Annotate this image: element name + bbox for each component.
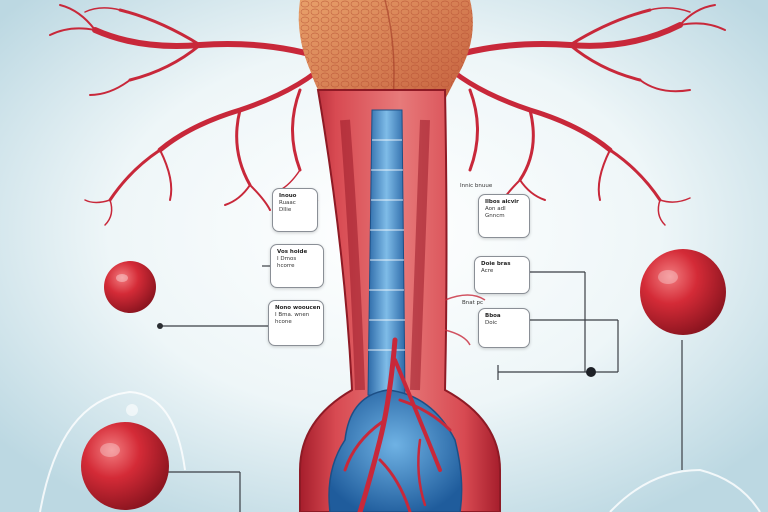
callout-line: Ilbos aicvir xyxy=(485,199,519,205)
callout-line: Aon adl xyxy=(485,206,506,212)
label-mid-right: Bnat pc xyxy=(462,300,484,306)
red-sphere-icon xyxy=(81,422,169,510)
callout-line: Doic xyxy=(485,320,498,326)
callout-line: hcone xyxy=(275,319,292,325)
callout-line: Gnncm xyxy=(485,213,505,219)
callout-right-1: Ilbos aicvir Aon adl Gnncm xyxy=(478,194,530,238)
callout-line: I Dmos xyxy=(277,256,297,262)
callout-left-3: Nono wooucen I Bma. wnen hcone xyxy=(268,300,324,346)
red-sphere-icon xyxy=(104,261,156,313)
callout-line: Doie bras xyxy=(481,261,511,267)
callout-right-2: Doie bras Acre xyxy=(474,256,530,294)
callout-left-1: Inouo Ruaac Dllie xyxy=(272,188,318,232)
red-sphere-icon xyxy=(640,249,726,335)
callout-line: hcorre xyxy=(277,263,295,269)
red-sphere-icon xyxy=(126,404,138,416)
label-top-right: Innic bnuue xyxy=(460,183,493,189)
callout-line: Acre xyxy=(481,268,494,274)
callout-line: Bboa xyxy=(485,313,501,319)
callout-line: Dllie xyxy=(279,207,292,213)
callout-line: Inouo xyxy=(279,193,297,199)
callout-line: I Bma. wnen xyxy=(275,312,310,318)
callout-right-3: Bboa Doic xyxy=(478,308,530,348)
callout-line: Vos hoide xyxy=(277,249,308,255)
callout-left-2: Vos hoide I Dmos hcorre xyxy=(270,244,324,288)
callout-line: Nono wooucen xyxy=(275,305,321,311)
callout-line: Ruaac xyxy=(279,200,296,206)
